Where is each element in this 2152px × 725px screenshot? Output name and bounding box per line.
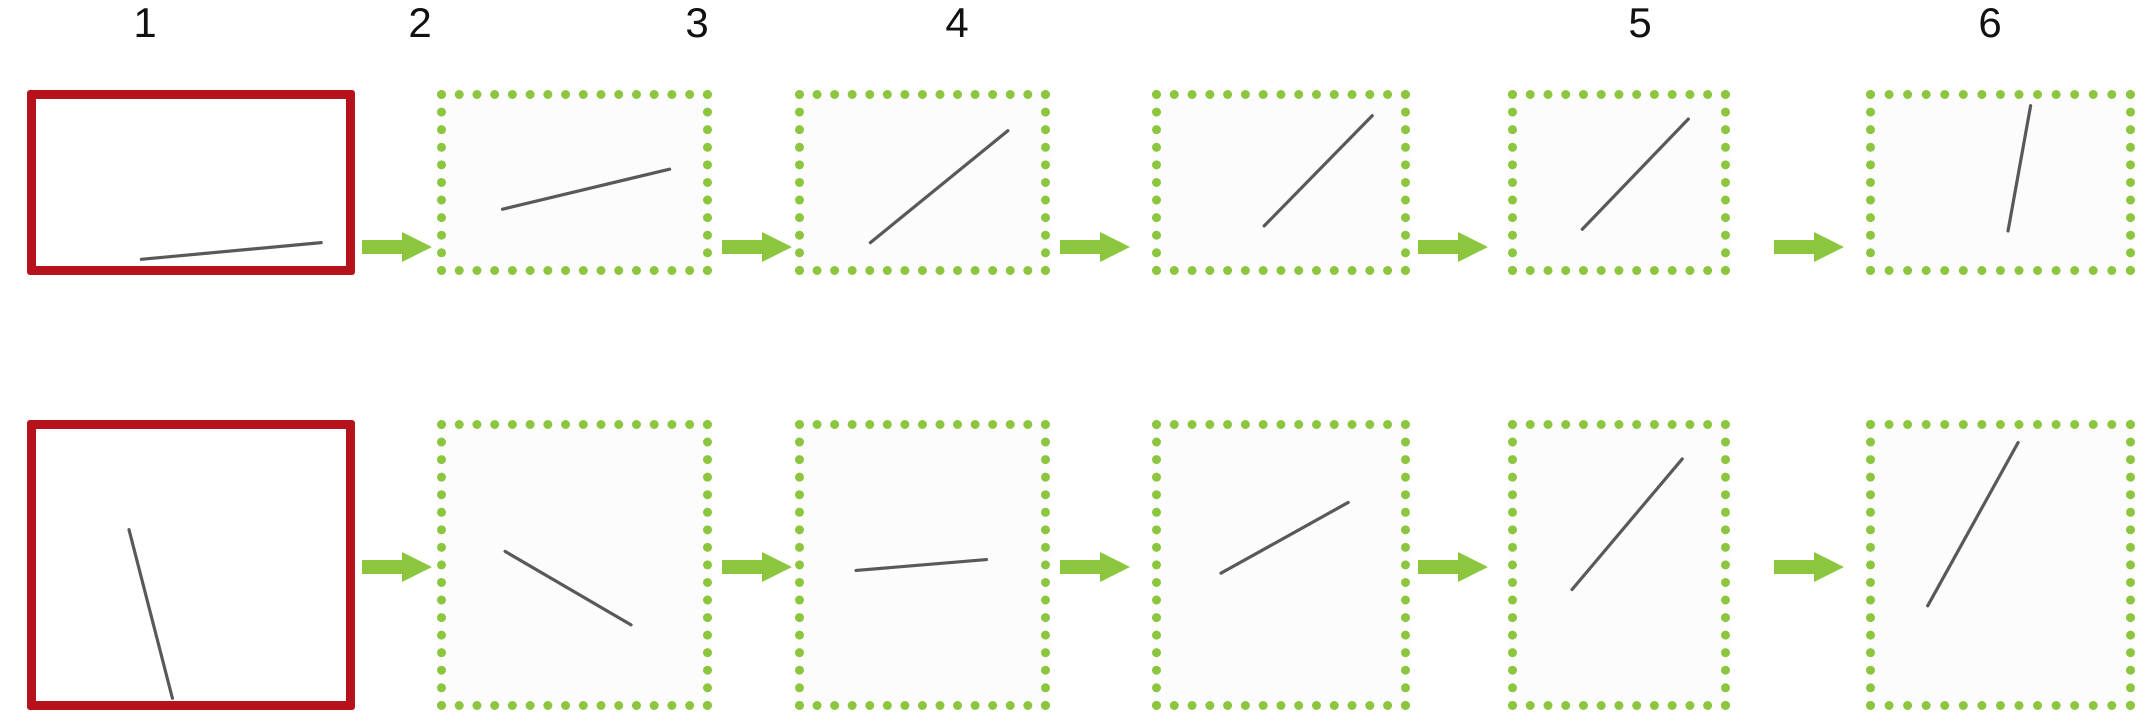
- right-arrow-icon: [722, 232, 792, 262]
- right-arrow-icon: [1060, 232, 1130, 262]
- line-stroke-canvas: [804, 99, 1041, 266]
- panel-2-6-generated: [1866, 420, 2135, 710]
- line-stroke-canvas: [1161, 99, 1401, 266]
- line-stroke-canvas: [1875, 429, 2126, 701]
- column-header-3: 3: [685, 0, 709, 46]
- right-arrow-icon: [1774, 232, 1844, 262]
- stroke-line: [1572, 459, 1682, 590]
- column-header-1: 1: [133, 0, 157, 46]
- line-stroke-canvas: [36, 429, 346, 701]
- column-header-2: 2: [408, 0, 432, 46]
- panel-2-4-generated: [1152, 420, 1410, 710]
- panel-1-4-generated: [1152, 90, 1410, 275]
- line-stroke-canvas: [1517, 429, 1721, 701]
- panel-2-1-seed: [27, 420, 355, 710]
- column-header-4: 4: [945, 0, 969, 46]
- right-arrow-icon: [1060, 552, 1130, 582]
- panel-2-3-generated: [795, 420, 1050, 710]
- stroke-line: [505, 551, 631, 624]
- panel-2-5-generated: [1508, 420, 1730, 710]
- column-header-5: 5: [1628, 0, 1652, 46]
- stroke-line: [2008, 106, 2031, 231]
- panel-1-6-generated: [1866, 90, 2135, 275]
- line-stroke-canvas: [446, 99, 703, 266]
- panel-1-2-generated: [437, 90, 712, 275]
- stroke-line: [141, 243, 321, 260]
- line-stroke-canvas: [1875, 99, 2126, 266]
- stroke-line: [1928, 443, 2018, 606]
- line-stroke-canvas: [1161, 429, 1401, 701]
- panel-1-3-generated: [795, 90, 1050, 275]
- line-stroke-canvas: [36, 99, 346, 266]
- right-arrow-icon: [722, 552, 792, 582]
- stroke-line: [1582, 119, 1688, 229]
- line-stroke-canvas: [804, 429, 1041, 701]
- stroke-line: [870, 131, 1007, 243]
- column-header-6: 6: [1978, 0, 2002, 46]
- stroke-line: [1264, 116, 1372, 226]
- panel-1-5-generated: [1508, 90, 1730, 275]
- right-arrow-icon: [1418, 552, 1488, 582]
- stroke-line: [503, 169, 670, 209]
- stroke-line: [856, 560, 986, 571]
- right-arrow-icon: [362, 232, 432, 262]
- line-stroke-canvas: [1517, 99, 1721, 266]
- stroke-line: [1221, 502, 1348, 573]
- right-arrow-icon: [362, 552, 432, 582]
- right-arrow-icon: [1418, 232, 1488, 262]
- panel-2-2-generated: [437, 420, 712, 710]
- stroke-line: [129, 530, 172, 699]
- line-stroke-canvas: [446, 429, 703, 701]
- right-arrow-icon: [1774, 552, 1844, 582]
- panel-1-1-seed: [27, 90, 355, 275]
